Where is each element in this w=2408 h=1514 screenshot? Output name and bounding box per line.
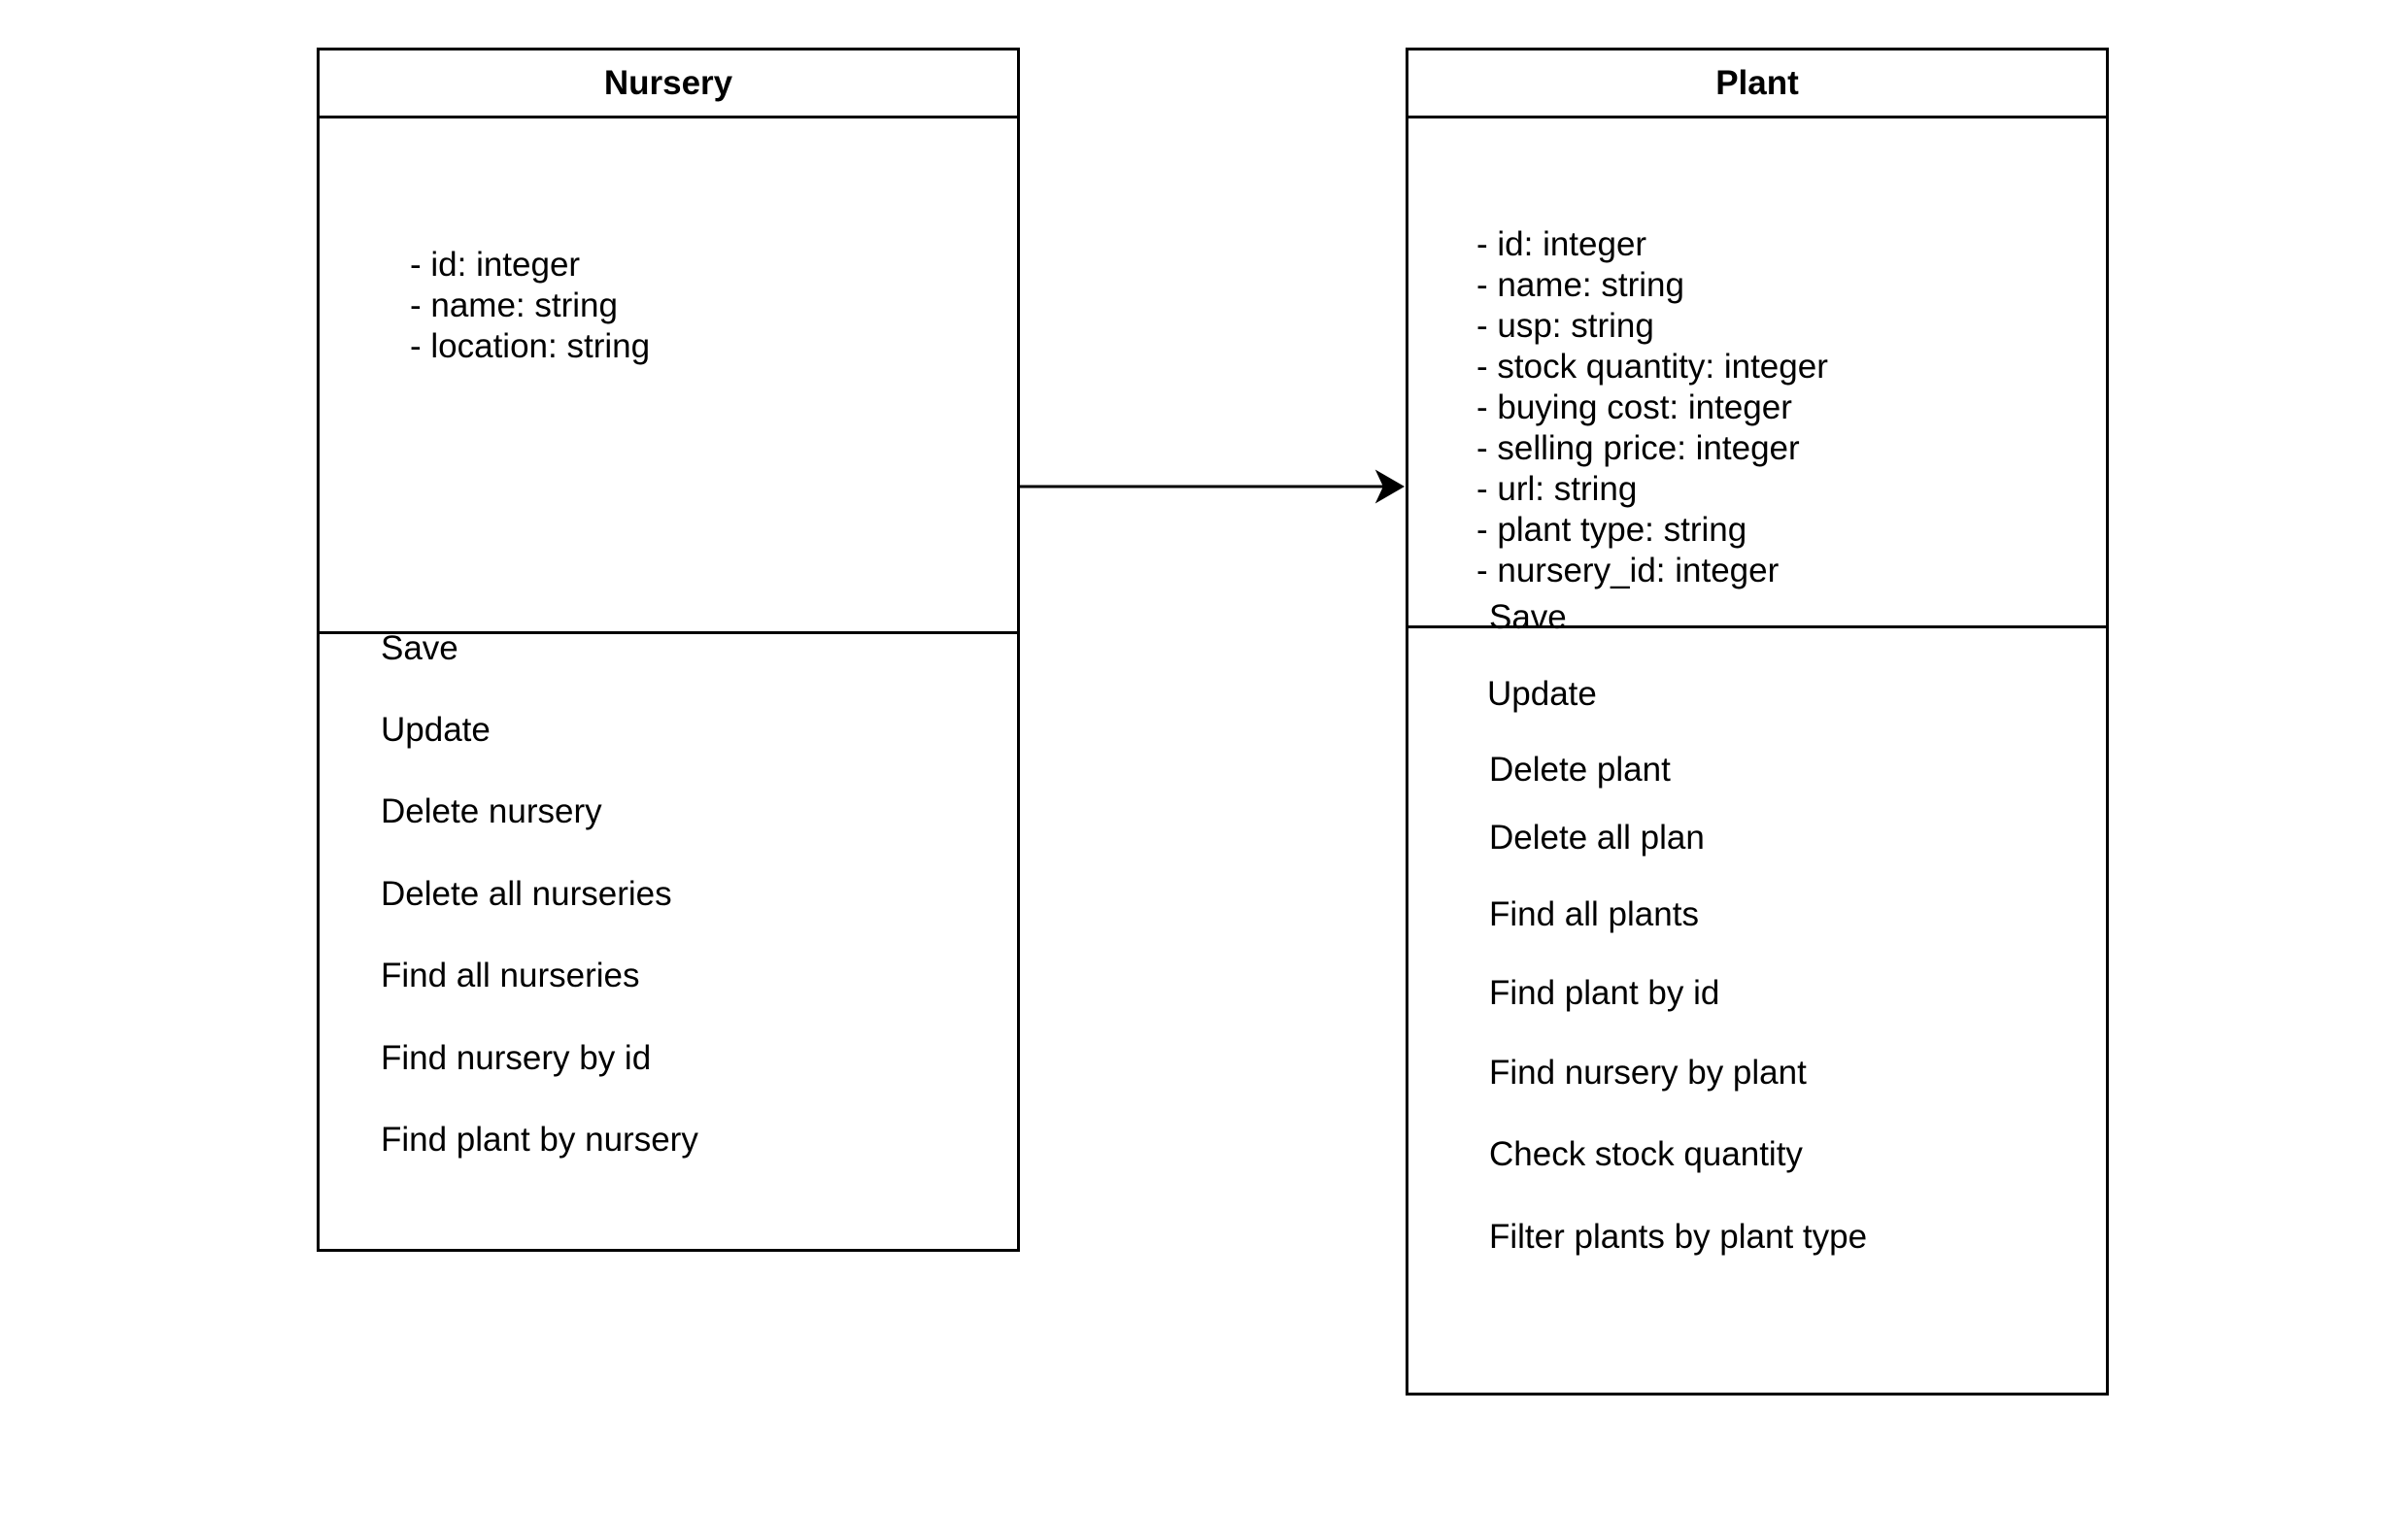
nursery-attribute-list: - id: integer - name: string - location:… bbox=[410, 245, 650, 367]
plant-attribute-selling-price: - selling price: integer bbox=[1476, 429, 1800, 467]
plant-method-find-nursery-by-plant: Find nursery by plant bbox=[1489, 1054, 1807, 1092]
plant-attribute-plant-type: - plant type: string bbox=[1476, 511, 1747, 549]
plant-methods-section: Save Update Delete plant Delete all plan… bbox=[1408, 560, 2106, 1393]
plant-attribute-url: - url: string bbox=[1476, 470, 1638, 508]
nursery-attribute-name: - name: string bbox=[410, 286, 618, 324]
plant-attribute-usp: - usp: string bbox=[1476, 307, 1654, 345]
plant-method-check-stock-quantity: Check stock quantity bbox=[1489, 1135, 1803, 1173]
nursery-method-update: Update bbox=[381, 711, 491, 749]
plant-method-update: Update bbox=[1487, 675, 1597, 713]
nursery-class-title: Nursery bbox=[320, 50, 1017, 118]
nursery-attribute-id: - id: integer bbox=[410, 246, 581, 284]
nursery-method-find-plant-by-nursery: Find plant by nursery bbox=[381, 1121, 698, 1159]
nursery-method-delete-nursery: Delete nursery bbox=[381, 792, 602, 830]
nursery-attributes-section: - id: integer - name: string - location:… bbox=[320, 118, 1017, 634]
plant-method-find-all-plants: Find all plants bbox=[1489, 895, 1699, 933]
plant-attribute-name: - name: string bbox=[1476, 266, 1684, 304]
nursery-method-delete-all-nurseries: Delete all nurseries bbox=[381, 875, 672, 913]
plant-attribute-buying-cost: - buying cost: integer bbox=[1476, 388, 1792, 426]
plant-attribute-nursery-id: - nursery_id: integer bbox=[1476, 552, 1780, 589]
plant-method-save: Save bbox=[1489, 598, 1567, 636]
nursery-method-find-all-nurseries: Find all nurseries bbox=[381, 957, 640, 994]
plant-method-filter-plants-by-plant-type: Filter plants by plant type bbox=[1489, 1218, 1868, 1256]
plant-attribute-id: - id: integer bbox=[1476, 225, 1647, 263]
arrowhead-icon bbox=[1374, 469, 1406, 504]
plant-method-delete-all-plants-label: Delete all plan bbox=[1489, 819, 1705, 857]
plant-method-delete-all-plants: Delete all plan bbox=[1489, 818, 1714, 858]
nursery-class-box: Nursery - id: integer - name: string - l… bbox=[317, 48, 1020, 1252]
plant-method-find-plant-by-id: Find plant by id bbox=[1489, 974, 1720, 1012]
plant-method-delete-plant: Delete plant bbox=[1489, 751, 1671, 789]
plant-class-box: Plant - id: integer - name: string - usp… bbox=[1406, 48, 2109, 1396]
nursery-attribute-location: - location: string bbox=[410, 327, 651, 365]
nursery-method-find-nursery-by-id: Find nursery by id bbox=[381, 1039, 652, 1077]
nursery-methods-section: Save Update Delete nursery Delete all nu… bbox=[320, 566, 1017, 1249]
plant-attribute-list: - id: integer - name: string - usp: stri… bbox=[1476, 224, 1828, 591]
plant-attribute-stock-quantity: - stock quantity: integer bbox=[1476, 348, 1828, 386]
nursery-method-save: Save bbox=[381, 629, 458, 667]
plant-class-title: Plant bbox=[1408, 50, 2106, 118]
plant-attributes-section: - id: integer - name: string - usp: stri… bbox=[1408, 118, 2106, 628]
